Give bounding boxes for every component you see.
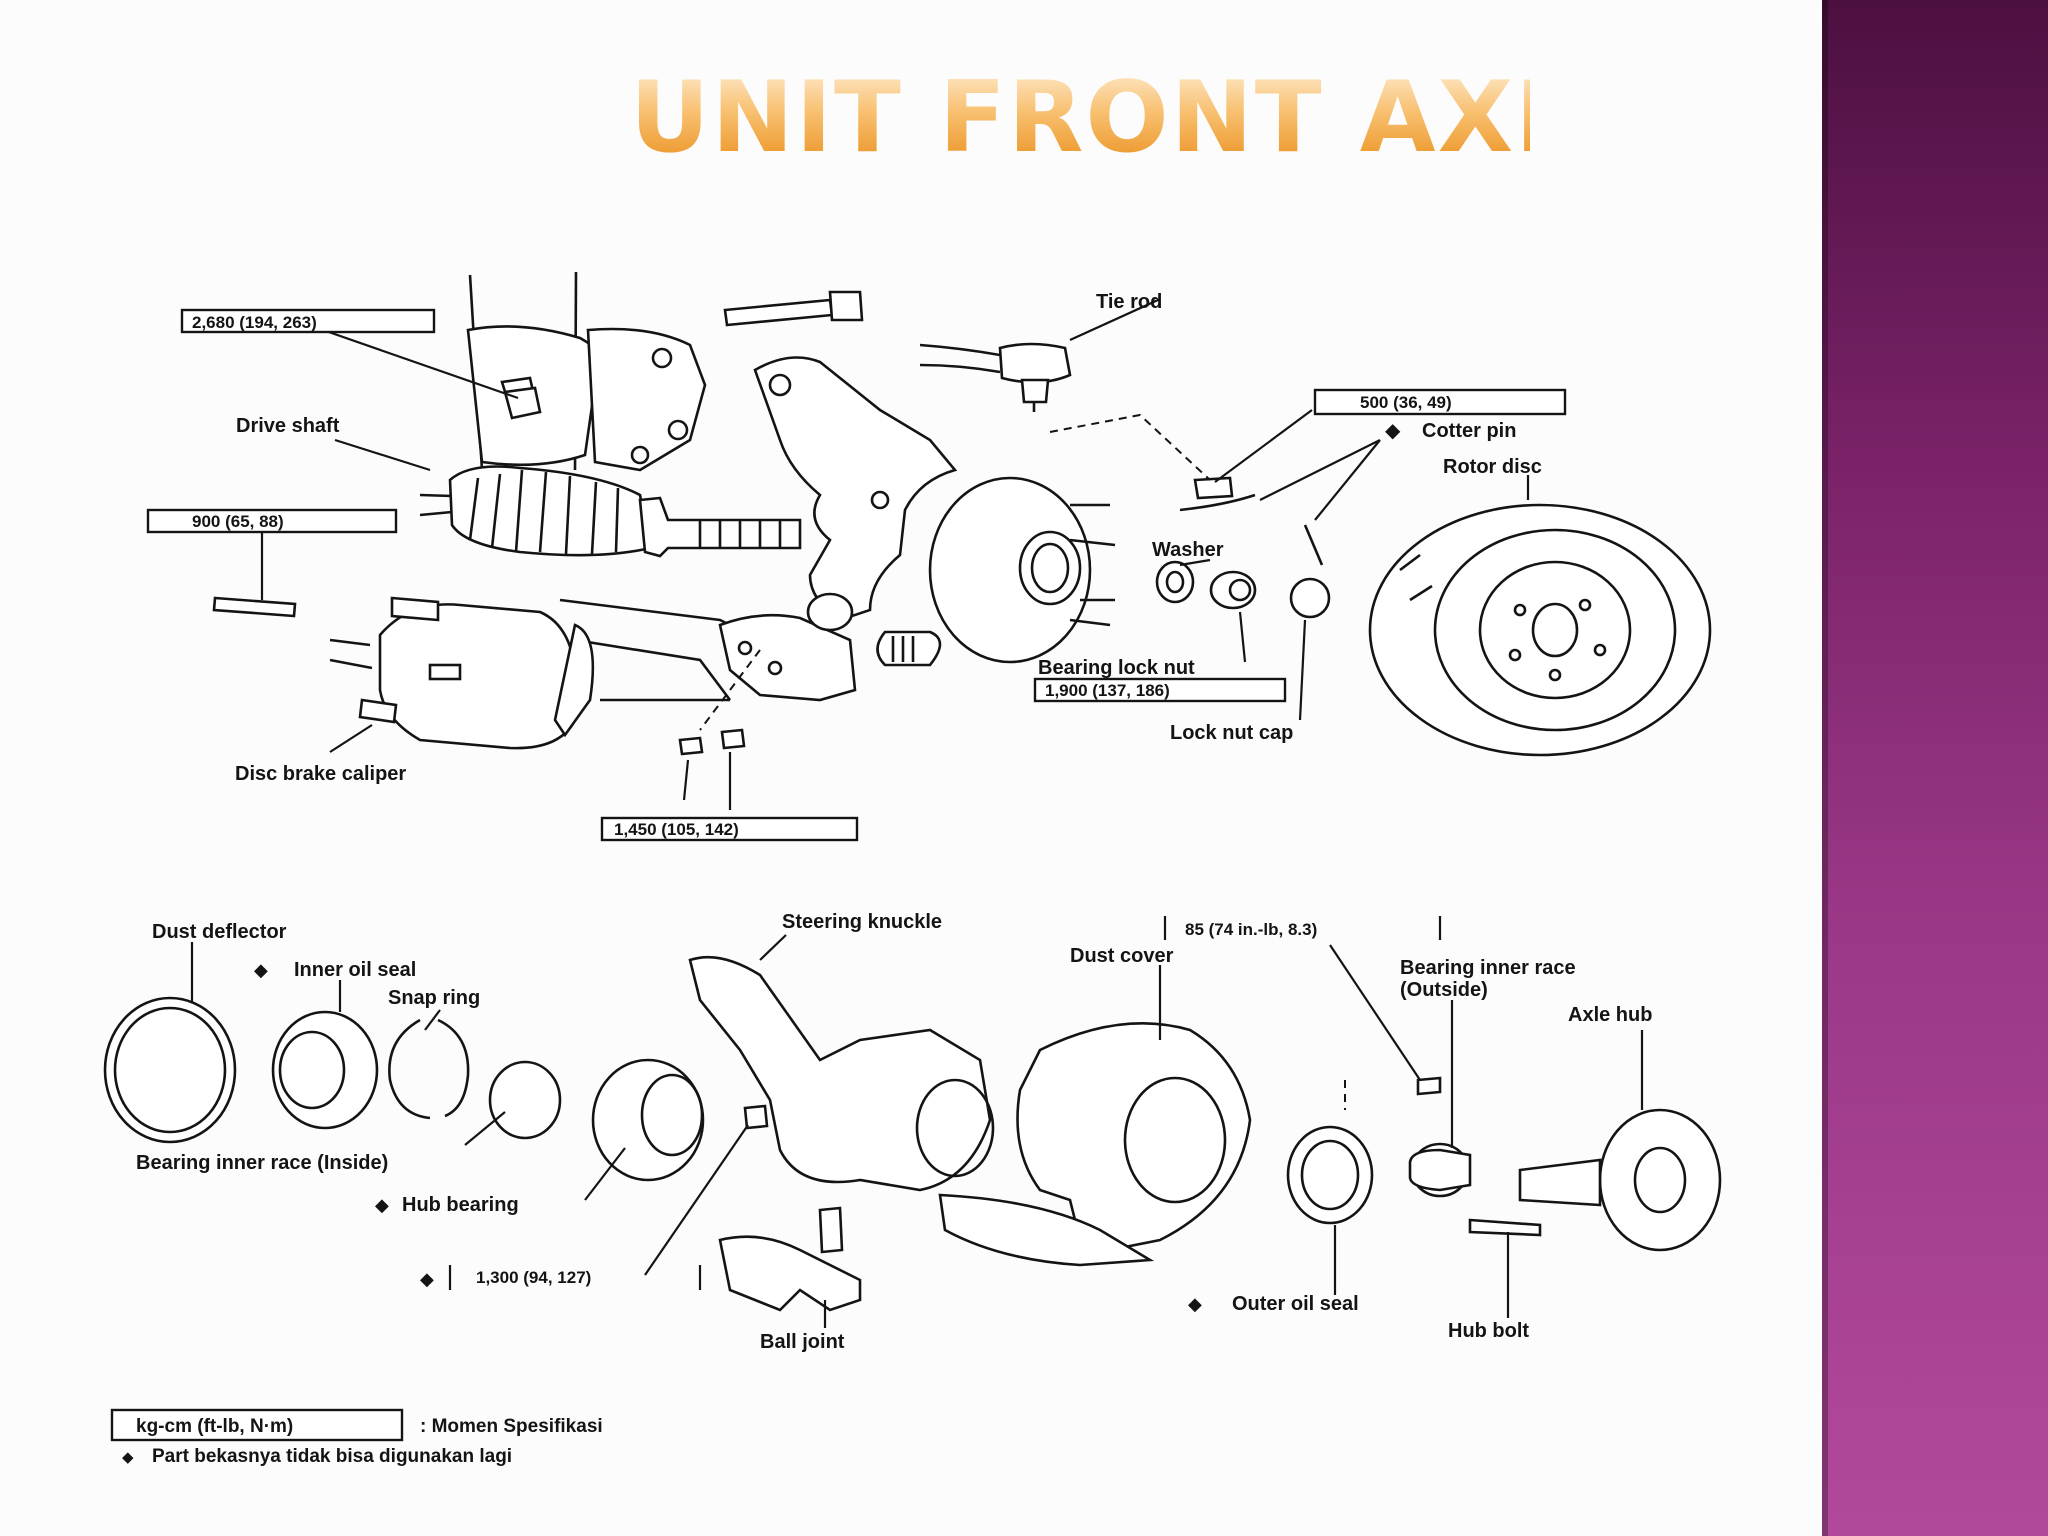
ball-joint-nut-icon bbox=[678, 736, 704, 756]
lower-parts bbox=[103, 955, 1722, 1312]
legend-unit-box: kg-cm (ft-lb, N·m) bbox=[136, 1416, 293, 1437]
axle-hub-part bbox=[1598, 1108, 1722, 1252]
label-rotor-disc: Rotor disc bbox=[1443, 456, 1542, 478]
svg-text:1,300 (94, 127): 1,300 (94, 127) bbox=[476, 1268, 591, 1287]
steering-knuckle-part bbox=[688, 955, 992, 1192]
steering-knuckle-upper bbox=[753, 356, 958, 622]
legend-unit-meaning: : Momen Spesifikasi bbox=[420, 1416, 603, 1437]
hub-bearing-part bbox=[591, 1058, 705, 1182]
legend-diamond: ◆ bbox=[122, 1449, 134, 1466]
label-disc-brake-caliper: Disc brake caliper bbox=[235, 763, 406, 785]
torque-box-tie-rod-nut: 500 (36, 49) bbox=[1313, 388, 1567, 416]
svg-text:85 (74 in.-lb, 8.3): 85 (74 in.-lb, 8.3) bbox=[1185, 920, 1317, 939]
lock-nut-cap-icon bbox=[1289, 577, 1331, 619]
diamond-inner-oil-seal: ◆ bbox=[254, 960, 268, 980]
strut-bolt-icon bbox=[723, 298, 834, 327]
washer-icon bbox=[1155, 560, 1195, 604]
caliper-bolt-icon bbox=[212, 596, 297, 618]
label-dust-deflector: Dust deflector bbox=[152, 921, 287, 943]
disc-brake-caliper bbox=[329, 596, 595, 750]
label-tie-rod: Tie rod bbox=[1096, 291, 1162, 313]
label-snap-ring: Snap ring bbox=[388, 987, 480, 1009]
bearing-lock-nut-icon bbox=[1209, 570, 1257, 610]
torque-box-dust-cover-bolt: 85 (74 in.-lb, 8.3) bbox=[1163, 916, 1442, 940]
label-hub-bolt: Hub bolt bbox=[1448, 1320, 1529, 1342]
torque-box-strut-bolt: 2,680 (194, 263) bbox=[180, 308, 436, 334]
svg-text:1,450 (105, 142): 1,450 (105, 142) bbox=[614, 820, 739, 839]
label-bearing-inner-race-outside-2: (Outside) bbox=[1400, 979, 1488, 1001]
strut-nut-icon bbox=[503, 386, 542, 420]
tie-rod bbox=[919, 342, 1072, 412]
label-bearing-lock-nut: Bearing lock nut bbox=[1038, 657, 1195, 679]
diamond-cotter-pin: ◆ bbox=[1385, 420, 1401, 442]
torque-box-lock-nut: 1,900 (137, 186) bbox=[1033, 677, 1287, 703]
label-lock-nut-cap: Lock nut cap bbox=[1170, 722, 1293, 744]
label-hub-bearing: Hub bearing bbox=[402, 1194, 519, 1216]
strut-assembly bbox=[466, 271, 707, 472]
castle-nut-icon bbox=[1193, 476, 1234, 500]
bearing-inner-race-inside-part bbox=[488, 1060, 562, 1140]
ball-joint-bolt-part bbox=[743, 1104, 769, 1130]
svg-text:1,900 (137, 186): 1,900 (137, 186) bbox=[1045, 681, 1170, 700]
torque-box-ball-joint-nut: 1,450 (105, 142) bbox=[600, 816, 859, 842]
diamond-outer-oil-seal: ◆ bbox=[1188, 1294, 1202, 1314]
svg-text:900 (65, 88): 900 (65, 88) bbox=[192, 512, 284, 531]
label-cotter-pin: Cotter pin bbox=[1422, 420, 1516, 442]
torque-box-caliper-bolt: 900 (65, 88) bbox=[146, 508, 398, 534]
diamond-ball-joint-bolt: ◆ bbox=[420, 1269, 434, 1289]
inner-oil-seal-part bbox=[271, 1010, 379, 1130]
front-axle-exploded-diagram: 2,680 (194, 263) 900 (65, 88) 500 (36, 4… bbox=[103, 271, 1722, 1467]
ball-joint-part bbox=[718, 1235, 862, 1312]
rotor-disc bbox=[1368, 503, 1712, 757]
snap-ring-part bbox=[388, 1018, 470, 1120]
cotter-pin-icon bbox=[1179, 493, 1256, 512]
label-washer: Washer bbox=[1152, 539, 1224, 561]
drive-shaft bbox=[419, 465, 802, 558]
svg-text:2,680 (194, 263): 2,680 (194, 263) bbox=[192, 313, 317, 332]
label-outer-oil-seal: Outer oil seal bbox=[1232, 1293, 1359, 1315]
slide-canvas bbox=[0, 0, 1822, 1536]
svg-text:500 (36, 49): 500 (36, 49) bbox=[1360, 393, 1452, 412]
upper-leader-lines bbox=[260, 298, 1530, 810]
diamond-hub-bearing: ◆ bbox=[375, 1195, 389, 1215]
label-drive-shaft: Drive shaft bbox=[236, 415, 340, 437]
lower-arm bbox=[559, 592, 857, 702]
label-ball-joint: Ball joint bbox=[760, 1331, 845, 1353]
legend: kg-cm (ft-lb, N·m) : Momen Spesifikasi ◆… bbox=[110, 1408, 603, 1467]
label-dust-cover: Dust cover bbox=[1070, 945, 1174, 967]
label-bearing-inner-race-outside-1: Bearing inner race bbox=[1400, 957, 1576, 979]
page-title: UNIT FRONT AXLE bbox=[630, 58, 1647, 178]
legend-non-reusable-note: Part bekasnya tidak bisa digunakan lagi bbox=[152, 1446, 512, 1467]
lower-leader-lines bbox=[190, 934, 1644, 1328]
label-inner-oil-seal: Inner oil seal bbox=[294, 959, 416, 981]
hub-assembly-upper bbox=[876, 476, 1116, 667]
label-bearing-inner-race-inside: Bearing inner race (Inside) bbox=[136, 1152, 388, 1174]
torque-box-ball-joint-bolt: ◆ 1,300 (94, 127) bbox=[420, 1265, 702, 1290]
hub-bolt-part bbox=[1468, 1218, 1542, 1237]
dust-deflector-part bbox=[103, 996, 237, 1144]
decorative-side-band bbox=[1822, 0, 2048, 1536]
label-steering-knuckle: Steering knuckle bbox=[782, 911, 942, 933]
label-axle-hub: Axle hub bbox=[1568, 1004, 1652, 1026]
